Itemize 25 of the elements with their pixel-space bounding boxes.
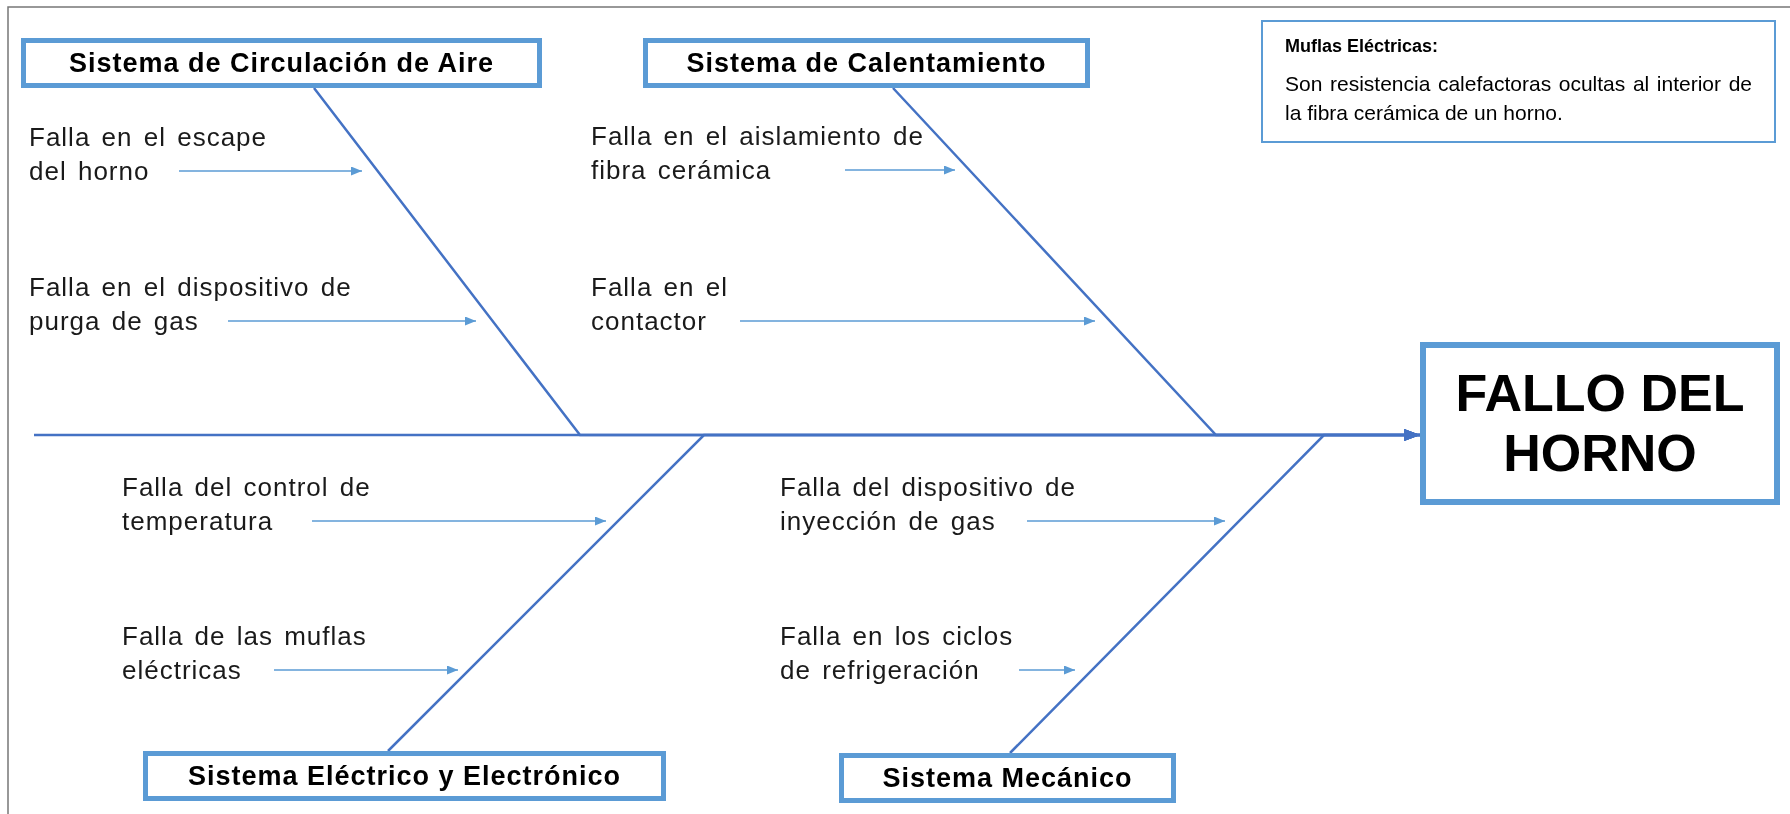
note-title: Muflas Eléctricas: — [1285, 36, 1440, 57]
cause-label: Falla en el contactor — [591, 270, 761, 338]
category-box: Sistema de Circulación de Aire — [21, 38, 542, 88]
cause-label: Falla en el dispositivo de purga de gas — [29, 270, 399, 338]
note-text: Son resistencia calefactoras ocultas al interior de la fibra cerámica de un horno. — [1285, 71, 1752, 127]
cause-label: Falla del dispositivo de inyección de gas — [780, 470, 1125, 538]
category-box: Sistema de Calentamiento — [643, 38, 1090, 88]
cause-label: Falla del control de temperatura — [122, 470, 422, 538]
note-box — [1261, 20, 1776, 143]
effect-box: FALLO DEL HORNO — [1420, 342, 1780, 505]
cause-label: Falla en los ciclos de refrigeración — [780, 619, 1055, 687]
bone-arrow — [1009, 429, 1420, 754]
cause-label: Falla de las muflas eléctricas — [122, 619, 412, 687]
leader-arrow — [1018, 665, 1076, 675]
leader-arrow — [739, 316, 1096, 326]
leader-arrow — [178, 166, 363, 176]
leader-arrow — [273, 665, 459, 675]
cause-label: Falla en el aislamiento de fibra cerámica — [591, 119, 926, 187]
category-box: Sistema Eléctrico y Electrónico — [143, 751, 666, 801]
leader-arrow — [1026, 516, 1226, 526]
cause-label: Falla en el escape del horno — [29, 120, 304, 188]
category-box: Sistema Mecánico — [839, 753, 1176, 803]
leader-arrow — [227, 316, 477, 326]
leader-arrow — [844, 165, 956, 175]
leader-arrow — [311, 516, 607, 526]
